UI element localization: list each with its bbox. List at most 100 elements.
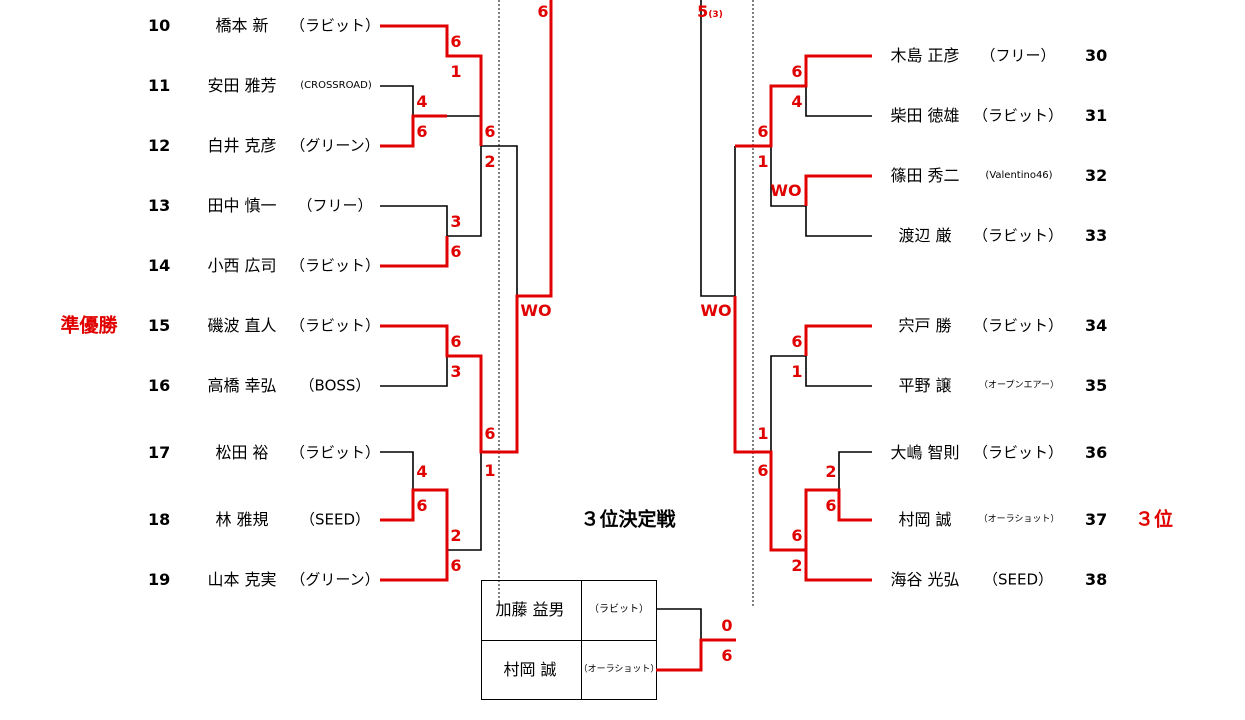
score: 3: [450, 362, 462, 381]
player-club: （BOSS）: [299, 376, 371, 395]
score: 2: [825, 462, 837, 481]
player-name: 小西 広司: [207, 256, 277, 275]
seed-number: 15: [148, 316, 171, 335]
score: 1: [757, 152, 769, 171]
score: 6: [484, 122, 496, 141]
player-club: （ラビット）: [972, 316, 1064, 335]
seed-number: 11: [148, 76, 171, 95]
score: 1: [484, 461, 496, 480]
score-tiebreak: (3): [708, 10, 723, 20]
player-club: （ラビット）: [289, 256, 381, 275]
score: 6: [791, 62, 803, 81]
third-place-label: ３位: [1134, 508, 1174, 531]
score: 6: [450, 242, 462, 261]
player-name: 渡辺 厳: [898, 226, 952, 245]
player-name: 柴田 徳雄: [890, 106, 960, 125]
score: 6: [825, 496, 837, 515]
score: 6: [537, 2, 549, 21]
seed-number: 14: [148, 256, 171, 275]
player-name: 林 雅規: [215, 510, 269, 529]
seed-number: 19: [148, 570, 171, 589]
score: 6: [450, 32, 462, 51]
third-place-box: [481, 580, 657, 700]
third-place-black-line: [656, 608, 702, 640]
player-name: 山本 克実: [207, 570, 277, 589]
player-club: （フリー）: [297, 196, 373, 215]
score: 6: [450, 556, 462, 575]
player-club: （ラビット）: [972, 106, 1064, 125]
player-name: 平野 譲: [898, 376, 952, 395]
seed-number: 34: [1085, 316, 1108, 335]
player-club: （SEED）: [982, 570, 1054, 589]
runner-up-label: 準優勝: [60, 314, 118, 337]
score: 5(3): [697, 4, 723, 20]
seed-number: 13: [148, 196, 171, 215]
player-club: （ラビット）: [289, 443, 381, 462]
player-club: （ラビット）: [589, 604, 649, 615]
score: 0: [721, 616, 733, 635]
score: 1: [450, 62, 462, 81]
player-club: (CROSSROAD): [300, 80, 372, 91]
score: 6: [757, 122, 769, 141]
player-name: 村岡 誠: [503, 660, 557, 679]
third-place-match-title: ３位決定戦: [580, 508, 676, 531]
seed-number: 31: [1085, 106, 1108, 125]
left-red-lines: [380, 0, 553, 582]
score: 2: [484, 152, 496, 171]
seed-number: 12: [148, 136, 171, 155]
player-club: (Valentino46): [985, 170, 1053, 181]
left-black-lines: [380, 85, 518, 551]
third-place-red-line: [656, 638, 736, 672]
score: 6: [450, 332, 462, 351]
score: 4: [791, 92, 803, 111]
player-club: （フリー）: [980, 46, 1056, 65]
score-main: 5: [697, 2, 709, 21]
seed-number: 35: [1085, 376, 1108, 395]
score: 1: [791, 362, 803, 381]
score: 6: [484, 424, 496, 443]
seed-number: 33: [1085, 226, 1108, 245]
player-name: 宍戸 勝: [898, 316, 952, 335]
player-club: （ラビット）: [972, 226, 1064, 245]
player-club: （ラビット）: [289, 16, 381, 35]
player-name: 白井 克彦: [207, 136, 277, 155]
player-club: （ラビット）: [289, 316, 381, 335]
player-name: 村岡 誠: [898, 510, 952, 529]
player-name: 大嶋 智則: [890, 443, 960, 462]
player-name: 木島 正彦: [890, 46, 960, 65]
score: 4: [416, 92, 428, 111]
score: 6: [757, 461, 769, 480]
score: 1: [757, 424, 769, 443]
player-club: （オーラショット）: [978, 514, 1060, 525]
score: 6: [791, 526, 803, 545]
player-name: 高橋 幸弘: [207, 376, 277, 395]
score-walkover: WO: [520, 301, 552, 320]
seed-number: 38: [1085, 570, 1108, 589]
name-column-divider: [481, 580, 582, 700]
player-name: 安田 雅芳: [207, 76, 277, 95]
player-club: （グリーン）: [290, 136, 380, 155]
seed-number: 18: [148, 510, 171, 529]
seed-number: 37: [1085, 510, 1108, 529]
score: 4: [416, 462, 428, 481]
seed-number: 36: [1085, 443, 1108, 462]
player-club: （グリーン）: [290, 570, 380, 589]
score: 6: [721, 646, 733, 665]
seed-number: 10: [148, 16, 171, 35]
player-name: 磯波 直人: [207, 316, 277, 335]
player-name: 松田 裕: [215, 443, 269, 462]
seed-number: 17: [148, 443, 171, 462]
player-club: （SEED）: [299, 510, 371, 529]
player-name: 海谷 光弘: [890, 570, 960, 589]
score: 2: [450, 526, 462, 545]
seed-number: 30: [1085, 46, 1108, 65]
score: 3: [450, 212, 462, 231]
player-name: 篠田 秀二: [890, 166, 960, 185]
seed-number: 32: [1085, 166, 1108, 185]
player-club: （オーラショット）: [578, 664, 660, 675]
score: 2: [791, 556, 803, 575]
score-walkover: WO: [700, 301, 732, 320]
player-name: 橋本 新: [215, 16, 269, 35]
seed-number: 16: [148, 376, 171, 395]
